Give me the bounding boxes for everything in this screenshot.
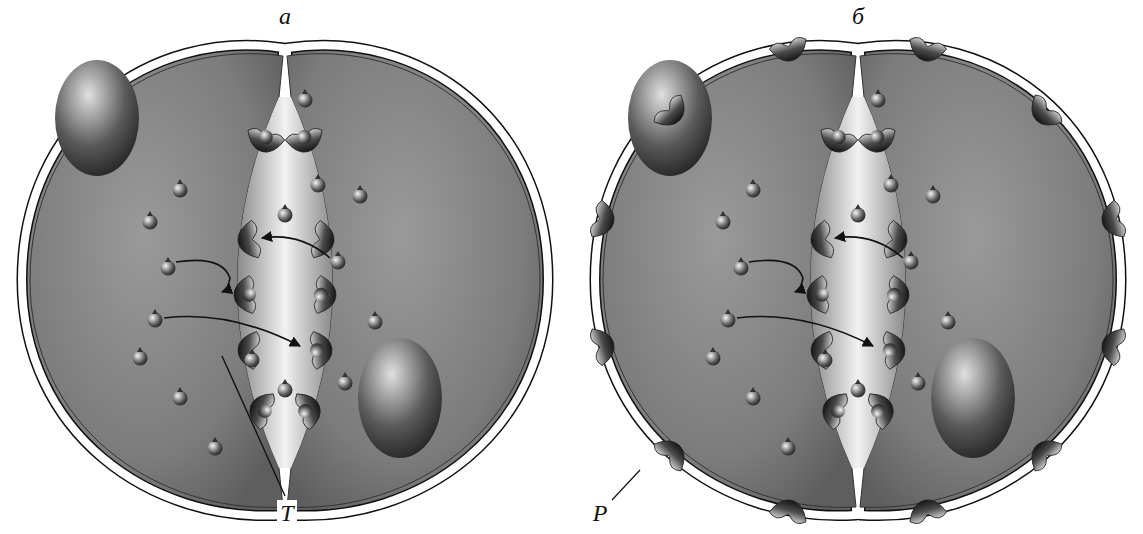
surface-receptors [589, 36, 1128, 526]
leader-line [612, 470, 640, 500]
panel-letter: а [276, 3, 294, 29]
callout-letter: Р [590, 500, 611, 526]
leader-line [222, 356, 285, 496]
callout-letter: Т [277, 500, 296, 526]
panel-letter: б [849, 3, 867, 29]
